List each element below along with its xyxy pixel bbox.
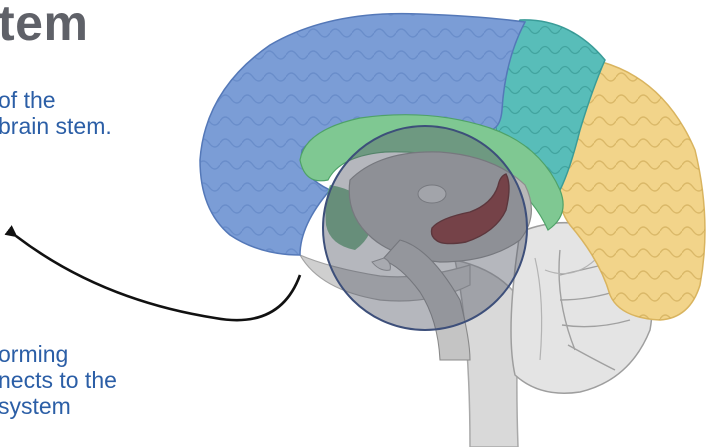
magnifier-lens (323, 126, 527, 330)
